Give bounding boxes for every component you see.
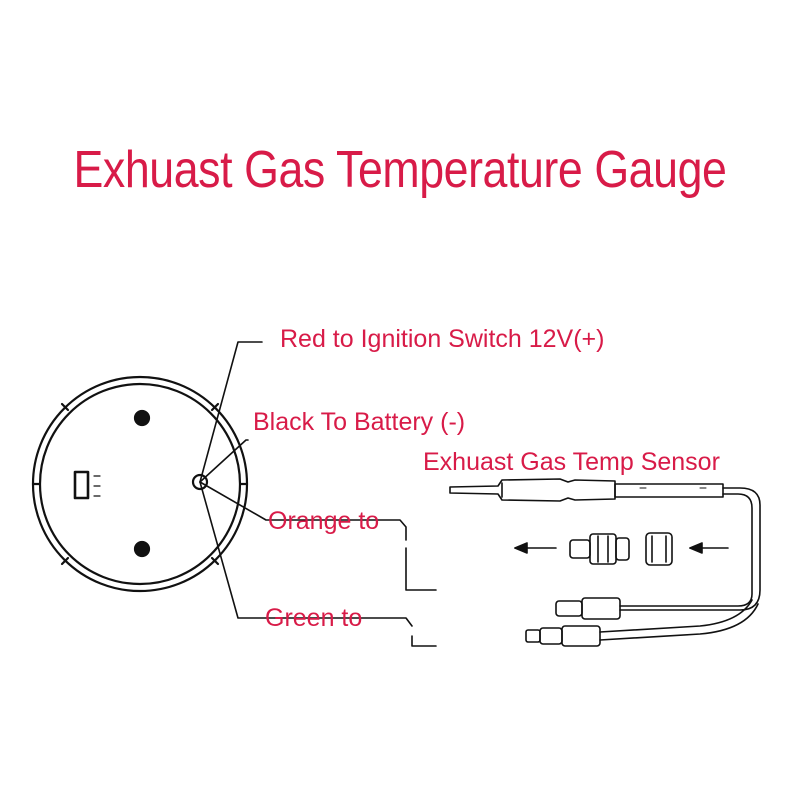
label-sensor: Exhuast Gas Temp Sensor	[423, 448, 720, 476]
green-wire-leader	[199, 481, 413, 627]
red-wire-leader	[199, 341, 263, 483]
mount-stud-top	[133, 409, 151, 427]
label-green-wire: Green to	[265, 604, 363, 632]
orange-wire-leader	[199, 481, 407, 541]
gauge-back	[31, 375, 249, 593]
fitting-nut	[645, 532, 673, 566]
lamp-connector	[73, 470, 90, 500]
sensor-sleeve	[614, 483, 724, 498]
label-orange-wire: Orange to	[268, 507, 380, 535]
sensor-probe	[449, 478, 616, 502]
mount-stud-bottom	[133, 540, 151, 558]
wire-leaders	[199, 341, 437, 647]
label-red-wire: Red to Ignition Switch 12V(+)	[280, 325, 605, 353]
black-wire-leader	[199, 439, 249, 483]
gauge-outer-ring	[31, 375, 249, 593]
label-black-wire: Black To Battery (-)	[253, 408, 466, 436]
diagram-title: Exhuast Gas Temperature Gauge	[73, 141, 727, 199]
sensor-connector-lower	[525, 629, 541, 643]
sensor-cable	[619, 487, 761, 611]
compression-fitting	[569, 533, 630, 565]
egt-sensor	[449, 478, 761, 647]
sensor-connector-upper	[555, 600, 583, 617]
